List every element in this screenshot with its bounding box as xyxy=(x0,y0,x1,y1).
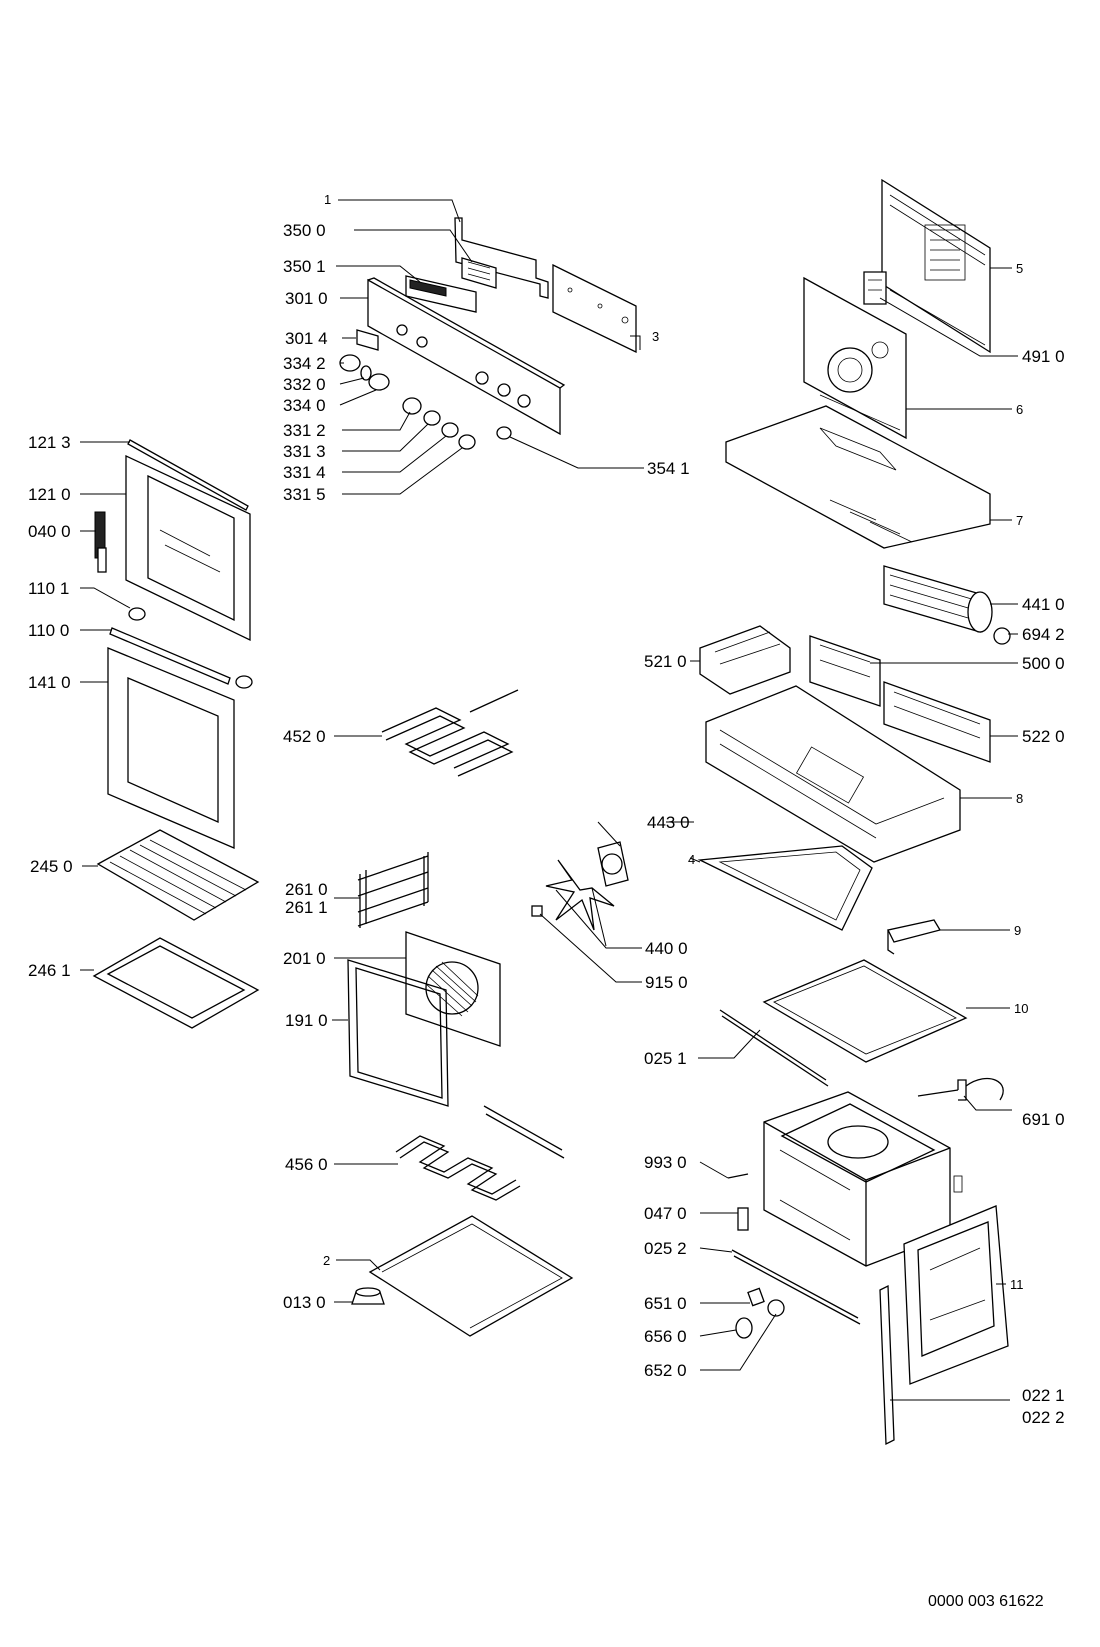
label-691-0: 691 0 xyxy=(1022,1110,1065,1129)
door-group xyxy=(92,439,260,1029)
label-656-0: 656 0 xyxy=(644,1327,687,1346)
label-500-0: 500 0 xyxy=(1022,654,1065,673)
label-040-0: 040 0 xyxy=(28,522,71,541)
label-013-0: 013 0 xyxy=(283,1293,326,1312)
label-443-0: 443 0 xyxy=(647,813,690,832)
label-521-0: 521 0 xyxy=(644,652,687,671)
label-354-1: 354 1 xyxy=(647,459,690,478)
label-7: 7 xyxy=(1016,513,1023,528)
label-440-0: 440 0 xyxy=(645,939,688,958)
label-245-0: 245 0 xyxy=(30,857,73,876)
label-047-0: 047 0 xyxy=(644,1204,687,1223)
label-6: 6 xyxy=(1016,402,1023,417)
label-350-1: 350 1 xyxy=(283,257,326,276)
control-panel-group xyxy=(339,217,637,450)
label-456-0: 456 0 xyxy=(285,1155,328,1174)
label-332-0: 332 0 xyxy=(283,375,326,394)
label-201-0: 201 0 xyxy=(283,949,326,968)
label-10: 10 xyxy=(1014,1001,1028,1016)
label-915-0: 915 0 xyxy=(645,973,688,992)
label-350-0: 350 0 xyxy=(283,221,326,240)
rear-top-assembly xyxy=(699,178,1011,863)
label-9: 9 xyxy=(1014,923,1021,938)
label-334-0: 334 0 xyxy=(283,396,326,415)
label-993-0: 993 0 xyxy=(644,1153,687,1172)
label-301-4: 301 4 xyxy=(285,329,328,348)
label-121-0: 121 0 xyxy=(28,485,71,504)
label-694-2: 694 2 xyxy=(1022,625,1065,644)
leader-lines xyxy=(80,199,1018,1401)
label-522-0: 522 0 xyxy=(1022,727,1065,746)
label-651-0: 651 0 xyxy=(644,1294,687,1313)
label-331-4: 331 4 xyxy=(283,463,326,482)
label-11: 11 xyxy=(1010,1277,1024,1292)
label-452-0: 452 0 xyxy=(283,727,326,746)
label-331-3: 331 3 xyxy=(283,442,326,461)
label-334-2: 334 2 xyxy=(283,354,326,373)
label-191-0: 191 0 xyxy=(285,1011,328,1030)
label-246-1: 246 1 xyxy=(28,961,71,980)
label-1: 1 xyxy=(324,192,331,207)
label-331-2: 331 2 xyxy=(283,421,326,440)
center-internals xyxy=(347,689,629,1337)
label-4: 4 xyxy=(688,852,695,867)
label-8: 8 xyxy=(1016,791,1023,806)
label-5: 5 xyxy=(1016,261,1023,276)
label-3: 3 xyxy=(652,329,659,344)
label-025-1: 025 1 xyxy=(644,1049,687,1068)
label-491-0: 491 0 xyxy=(1022,347,1065,366)
label-441-0: 441 0 xyxy=(1022,595,1065,614)
label-022-2: 022 2 xyxy=(1022,1408,1065,1427)
callout-labels: 1 350 0 350 1 301 0 301 4 334 2 332 0 33… xyxy=(28,192,1065,1427)
label-261-0: 261 0 xyxy=(285,880,328,899)
label-331-5: 331 5 xyxy=(283,485,326,504)
label-110-1: 110 1 xyxy=(28,579,69,598)
document-number: 0000 003 61622 xyxy=(928,1593,1044,1610)
label-110-0: 110 0 xyxy=(28,621,69,640)
cavity-group xyxy=(697,845,1009,1446)
label-301-0: 301 0 xyxy=(285,289,328,308)
label-2: 2 xyxy=(323,1253,330,1268)
label-025-2: 025 2 xyxy=(644,1239,687,1258)
label-652-0: 652 0 xyxy=(644,1361,687,1380)
label-261-1: 261 1 xyxy=(285,898,328,917)
label-141-0: 141 0 xyxy=(28,673,71,692)
label-121-3: 121 3 xyxy=(28,433,71,452)
label-022-1: 022 1 xyxy=(1022,1386,1065,1405)
